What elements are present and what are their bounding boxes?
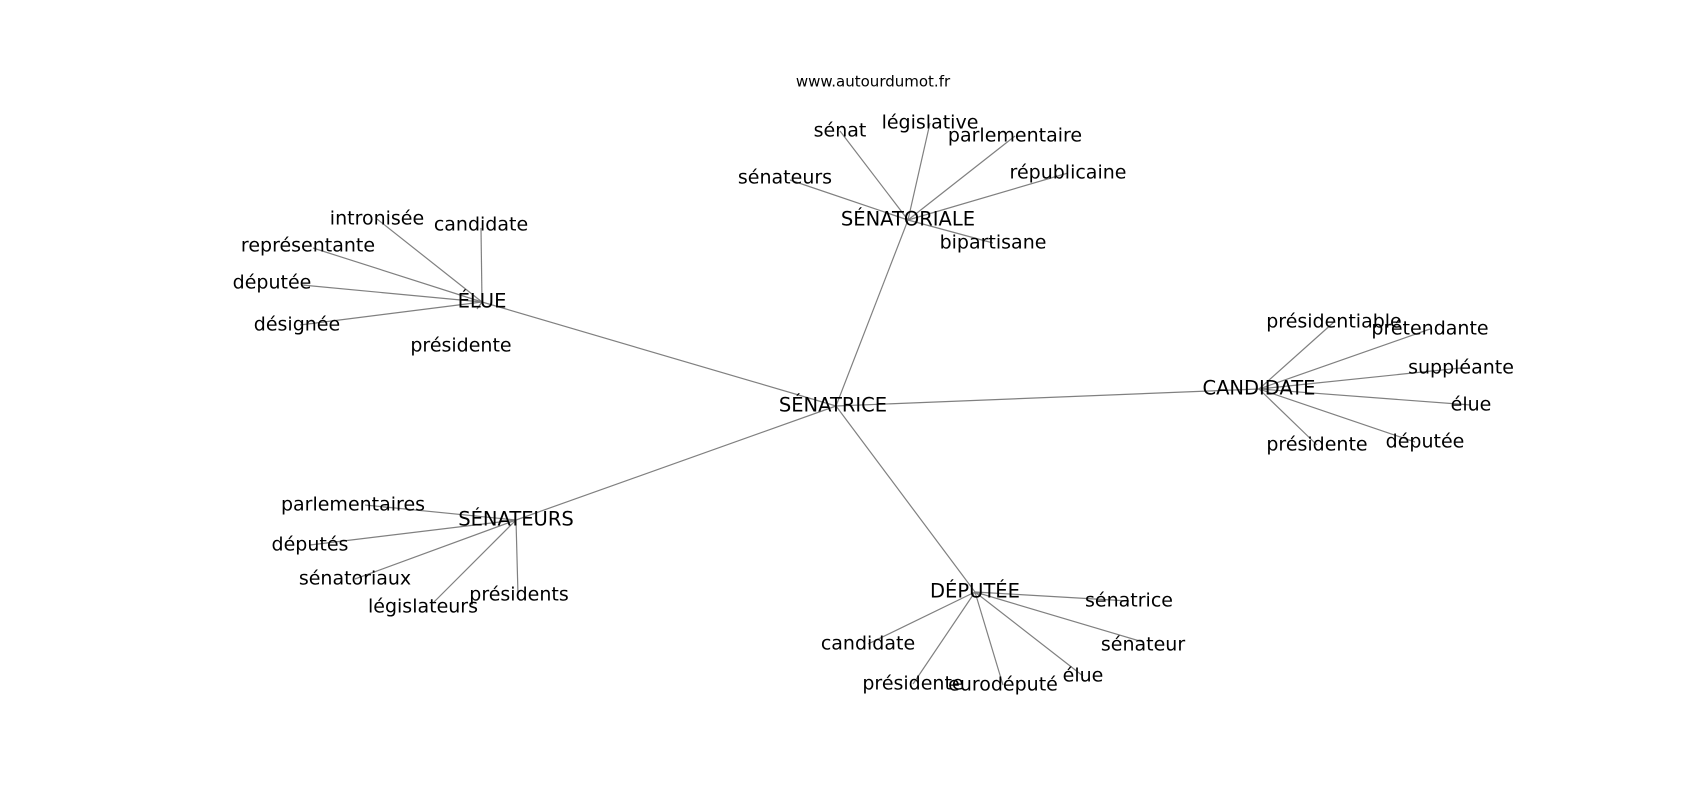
hub-to-word-edge xyxy=(432,519,517,604)
hub-to-word-edge xyxy=(515,519,519,596)
hub-to-word-edge xyxy=(974,591,1084,677)
hub-to-word-edge xyxy=(907,135,1016,221)
word-node: républicaine xyxy=(1010,162,1127,184)
hub-to-word-edge xyxy=(974,591,1130,602)
word-node: sénatrice xyxy=(1085,590,1173,612)
hub-to-word-edge xyxy=(907,122,931,221)
hub-to-word-edge xyxy=(1258,367,1462,390)
center-to-hub-edge xyxy=(835,219,909,407)
hub-to-word-edge xyxy=(309,519,517,546)
word-node: sénateurs xyxy=(738,167,832,189)
center-to-hub-edge xyxy=(835,388,1260,407)
hub-node: CANDIDATE xyxy=(1202,377,1315,400)
center-to-hub-edge xyxy=(481,301,837,407)
hub-to-word-edge xyxy=(312,247,483,303)
center-to-hub-edge xyxy=(835,405,976,593)
word-node: présidente xyxy=(410,335,511,357)
word-node: parlementaires xyxy=(281,494,425,516)
hub-to-word-edge xyxy=(301,284,483,303)
hub-to-word-edge xyxy=(1258,388,1472,406)
hub-node: SÉNATEURS xyxy=(458,508,574,531)
hub-to-word-edge xyxy=(912,591,976,685)
word-node: candidate xyxy=(821,633,915,655)
word-node: présidente xyxy=(862,673,963,695)
word-node: législative xyxy=(882,112,979,134)
hub-to-word-edge xyxy=(974,591,1144,643)
word-node: présidente xyxy=(1266,434,1367,456)
word-node: intronisée xyxy=(330,208,424,230)
word-node: législateurs xyxy=(368,596,478,618)
hub-to-word-edge xyxy=(480,227,483,303)
hub-node: DÉPUTÉE xyxy=(930,580,1020,603)
center-node: SÉNATRICE xyxy=(779,394,887,417)
hub-to-word-edge xyxy=(299,301,483,326)
hub-to-word-edge xyxy=(789,179,909,221)
word-node: candidate xyxy=(434,214,528,236)
hub-node: ÉLUE xyxy=(458,290,507,313)
word-node: bipartisane xyxy=(940,232,1047,254)
hub-to-word-edge xyxy=(907,219,994,244)
word-node: parlementaire xyxy=(948,125,1082,147)
word-node: représentante xyxy=(241,235,375,257)
word-node: suppléante xyxy=(1408,357,1514,379)
word-node: députée xyxy=(233,272,312,294)
graph-edges xyxy=(299,122,1472,686)
word-node: députée xyxy=(1386,431,1465,453)
hub-to-word-edge xyxy=(476,301,483,310)
hub-to-word-edge xyxy=(376,218,483,303)
word-node: députés xyxy=(272,534,349,556)
hub-to-word-edge xyxy=(364,504,517,521)
word-node: eurodéputé xyxy=(948,674,1058,696)
hub-to-word-edge xyxy=(839,130,909,221)
source-watermark: www.autourdumot.fr xyxy=(796,73,951,91)
hub-to-word-edge xyxy=(1258,321,1335,390)
hub-to-word-edge xyxy=(1258,328,1431,390)
hub-to-word-edge xyxy=(867,591,976,645)
center-to-hub-edge xyxy=(515,405,837,521)
word-node: élue xyxy=(1063,665,1104,687)
word-node: sénatoriaux xyxy=(299,568,411,590)
word-node: désignée xyxy=(254,314,340,336)
word-node: présidentiable xyxy=(1266,311,1402,333)
word-node: présidents xyxy=(469,584,568,606)
hub-to-word-edge xyxy=(354,519,517,580)
word-node: sénat xyxy=(814,120,867,142)
word-node: sénateur xyxy=(1101,634,1185,656)
hub-to-word-edge xyxy=(974,591,1004,686)
word-node: prétendante xyxy=(1371,318,1488,340)
hub-to-word-edge xyxy=(907,172,1069,221)
hub-to-word-edge xyxy=(1258,388,1318,446)
word-node: élue xyxy=(1451,394,1492,416)
graph-nodes: SÉNATRICE intronisée candidate représentan… xyxy=(233,112,1514,696)
hub-to-word-edge xyxy=(1258,388,1416,443)
hub-node: SÉNATORIALE xyxy=(841,208,975,231)
